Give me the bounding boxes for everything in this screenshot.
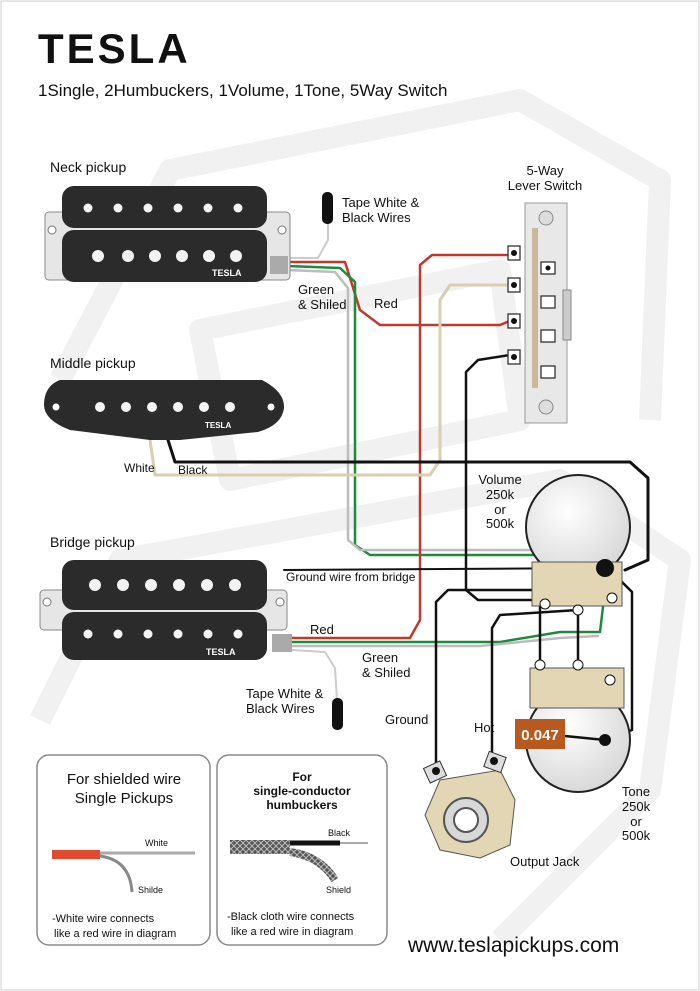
legend-humbucker-title-2: single-conductor: [253, 784, 351, 798]
legend-shielded-title-1: For shielded wire: [67, 771, 181, 788]
switch-label-2: Lever Switch: [508, 178, 582, 193]
neck-tape: [322, 192, 333, 224]
middle-white-label: White: [124, 461, 155, 475]
tone-label-4: 500k: [622, 828, 651, 843]
neck-pickup-label: Neck pickup: [50, 159, 126, 175]
neck-red-wire: [285, 260, 514, 327]
volume-label-2: 250k: [486, 487, 515, 502]
neck-green-label-2: & Shiled: [298, 297, 346, 312]
tesla-logo: TESLA: [38, 25, 191, 72]
legend-shielded-shield: Shilde: [138, 885, 163, 895]
bridge-pickup: TESLA: [39, 560, 292, 660]
middle-black-wire: [166, 438, 650, 572]
legend-shielded-title-2: Single Pickups: [75, 790, 173, 807]
legend-humbucker-note-2: like a red wire in diagram: [231, 926, 353, 938]
legend-humbucker-shield: Shield: [326, 885, 351, 895]
middle-pickup: TESLA: [44, 380, 285, 440]
output-jack-label: Output Jack: [510, 854, 580, 869]
legend-humbucker-note-1: -Black cloth wire connects: [227, 911, 355, 923]
legend-humbucker-title-1: For: [292, 770, 312, 784]
ground-from-bridge-label: Ground wire from bridge: [286, 570, 416, 584]
hot-label: Hot: [474, 720, 495, 735]
volume-label-4: 500k: [486, 516, 515, 531]
bridge-pickup-label: Bridge pickup: [50, 534, 135, 550]
legend-shielded-note-1: -White wire connects: [52, 913, 155, 925]
output-jack: [422, 750, 516, 859]
volume-label-1: Volume: [478, 472, 521, 487]
legend-shielded-note-2: like a red wire in diagram: [54, 928, 176, 940]
bridge-tape: [332, 698, 343, 730]
middle-pickup-logo: TESLA: [205, 421, 231, 430]
legend-humbucker-box: For single-conductor humbuckers Black Sh…: [216, 754, 388, 946]
volume-label-3: or: [494, 502, 506, 517]
bridge-green-label-2: & Shiled: [362, 665, 410, 680]
neck-shield-wire: [285, 268, 597, 552]
middle-pickup-label: Middle pickup: [50, 355, 136, 371]
tone-label-1: Tone: [622, 784, 650, 799]
bridge-green-label-1: Green: [362, 650, 398, 665]
middle-black-label: Black: [178, 463, 208, 477]
bridge-red-label: Red: [310, 622, 334, 637]
five-way-switch: [507, 202, 572, 424]
tone-pot: [525, 659, 631, 793]
ground-label: Ground: [385, 712, 428, 727]
volume-pot: [525, 474, 631, 616]
neck-tape-label-2: Black Wires: [342, 210, 411, 225]
legend-shielded-white: White: [145, 838, 168, 848]
neck-tape-label-1: Tape White &: [342, 195, 420, 210]
neck-green-label-1: Green: [298, 282, 334, 297]
legend-shielded-box: For shielded wire Single Pickups White S…: [36, 754, 211, 946]
capacitor-value: 0.047: [521, 727, 559, 744]
website-url: www.teslapickups.com: [407, 934, 619, 957]
neck-tape-wire: [286, 219, 329, 259]
diagram-subtitle: 1Single, 2Humbuckers, 1Volume, 1Tone, 5W…: [38, 81, 447, 100]
switch-common-wire: [464, 353, 542, 602]
middle-white-wire: [148, 283, 512, 477]
bridge-green-wire: [290, 588, 607, 644]
bridge-tape-wire: [291, 649, 338, 701]
bridge-tape-label-2: Black Wires: [246, 701, 315, 716]
neck-pickup: TESLA: [44, 186, 291, 282]
neck-red-label: Red: [374, 296, 398, 311]
tone-label-3: or: [630, 814, 642, 829]
legend-humbucker-black: Black: [328, 828, 351, 838]
tone-label-2: 250k: [622, 799, 651, 814]
bridge-tape-label-1: Tape White &: [246, 686, 324, 701]
switch-label-1: 5-Way: [526, 163, 564, 178]
bridge-pickup-logo: TESLA: [206, 647, 236, 657]
neck-pickup-logo: TESLA: [212, 268, 242, 278]
legend-humbucker-title-3: humbuckers: [266, 798, 338, 812]
capacitor: [515, 719, 565, 749]
bridge-red-wire: [290, 253, 510, 640]
